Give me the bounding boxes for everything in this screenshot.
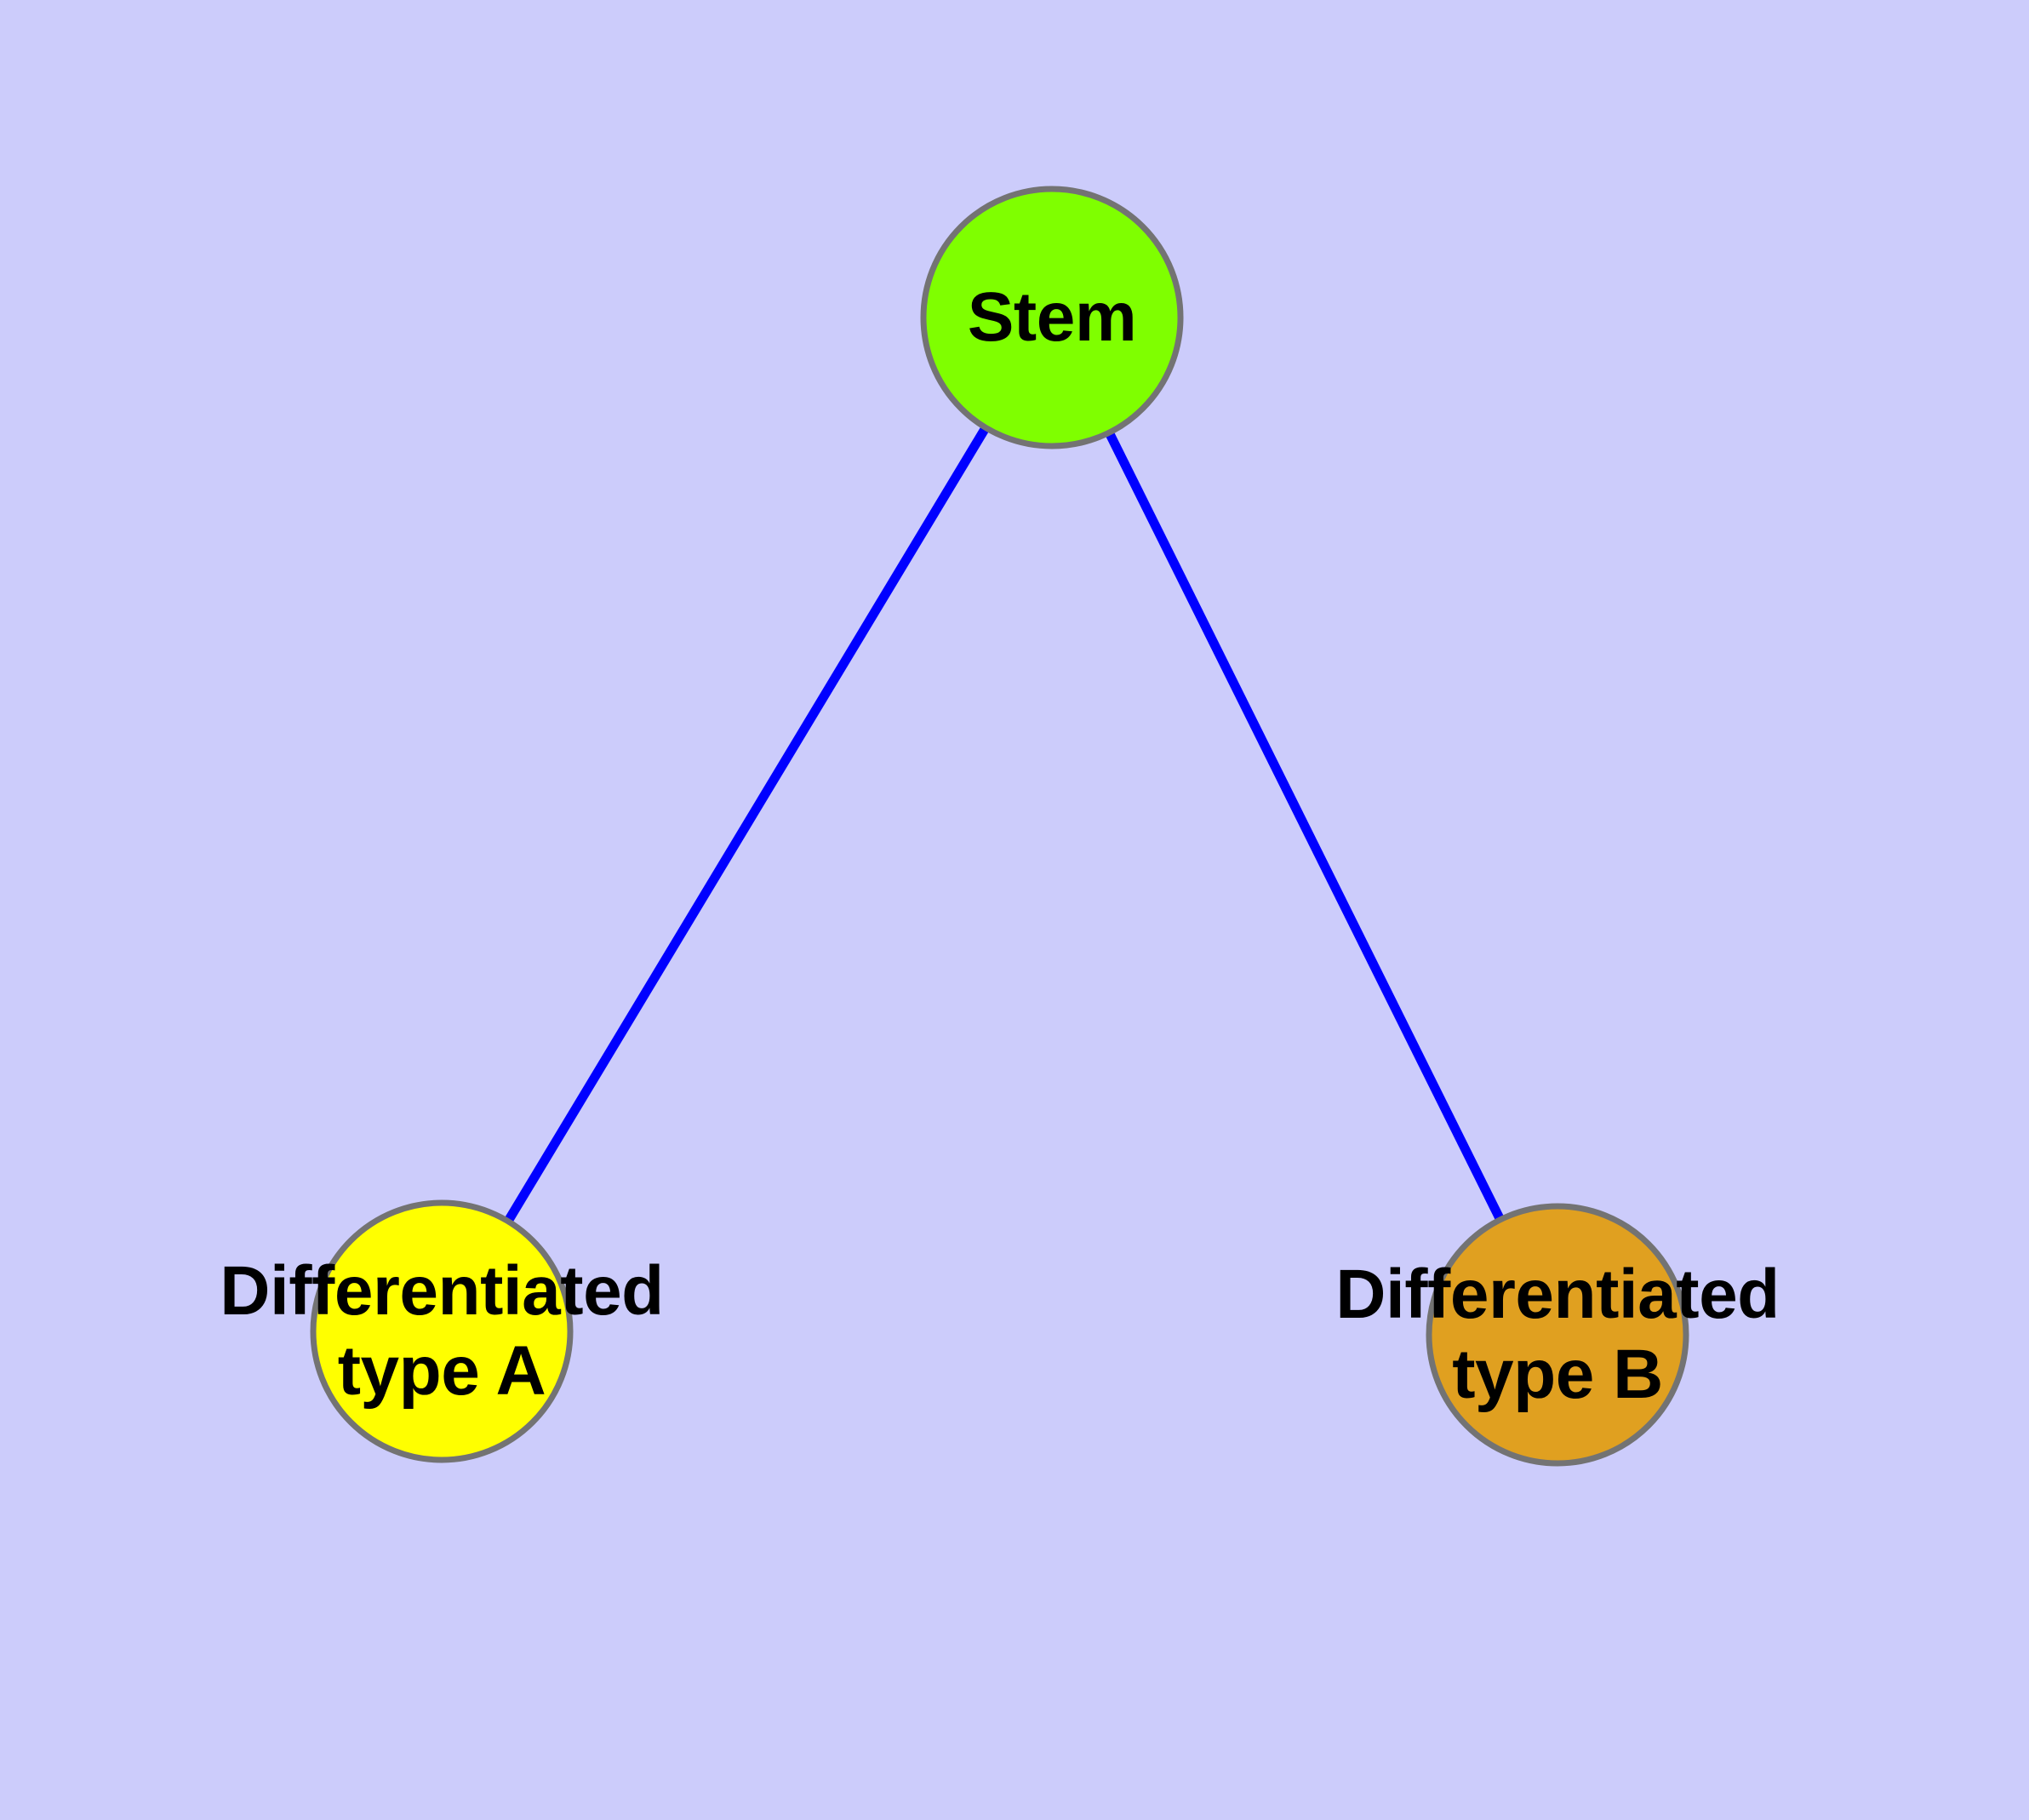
edge-stem-to-diff-a[interactable] [437, 315, 1056, 1334]
edge-stem-to-diff-b[interactable] [1048, 315, 1562, 1337]
node-stem[interactable] [920, 186, 1184, 449]
node-diff-b[interactable] [1426, 1203, 1689, 1467]
edge-layer [437, 315, 1562, 1337]
node-diff-a[interactable] [310, 1199, 574, 1463]
node-layer [310, 186, 1689, 1467]
